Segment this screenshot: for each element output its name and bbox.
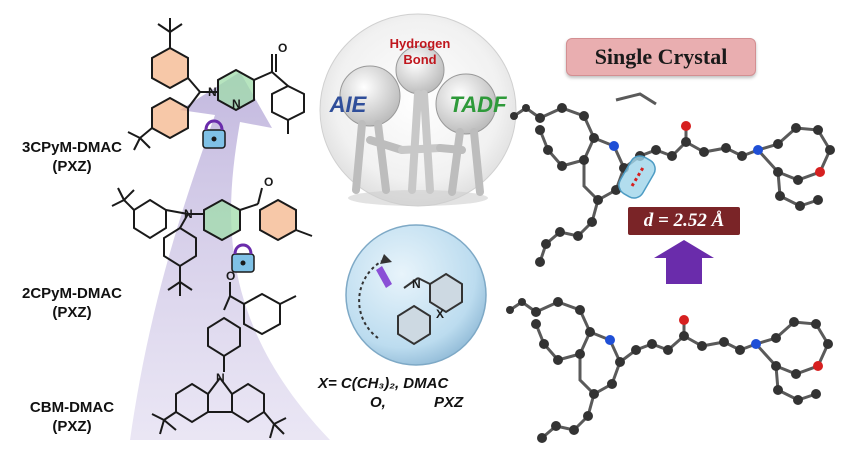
o-atom-label-bottom: O bbox=[226, 269, 235, 283]
progression-arrow bbox=[130, 72, 330, 440]
donor-caption-oxygen: O, bbox=[370, 394, 386, 411]
x-atom-label-disc: X bbox=[436, 307, 444, 321]
crystal-atoms-top bbox=[510, 103, 835, 267]
o-atom-label-top: O bbox=[278, 41, 287, 55]
label-cbm-variant: (PXZ) bbox=[52, 418, 92, 435]
label-3cpym-variant: (PXZ) bbox=[52, 158, 92, 175]
n-atom-label-ring-top: N bbox=[232, 97, 241, 111]
oxygen-atom-top bbox=[681, 121, 691, 131]
label-2cpym-variant: (PXZ) bbox=[52, 304, 92, 321]
n-atom-label-disc: N bbox=[412, 277, 421, 291]
n-atom-label-top: N bbox=[208, 85, 217, 99]
hydrogen-label: Hydrogen bbox=[390, 36, 451, 51]
tadf-label: TADF bbox=[449, 92, 507, 117]
crystal-atoms-bottom bbox=[506, 297, 833, 443]
molecule-cbm-structure bbox=[151, 377, 287, 439]
label-3cpym: 3CPyM-DMAC (PXZ) bbox=[6, 138, 138, 176]
concept-bubble bbox=[319, 13, 517, 207]
single-crystal-title: Single Crystal bbox=[566, 38, 756, 76]
n-atom-label-bottom: N bbox=[216, 371, 225, 385]
molecule-2cpym-structure bbox=[111, 187, 313, 296]
donor-rotation-disc bbox=[345, 224, 487, 366]
label-cbm-name: CBM-DMAC bbox=[29, 399, 115, 416]
figure-head-right bbox=[435, 73, 497, 135]
hydrogen-bond-highlight bbox=[618, 155, 656, 199]
transition-arrow bbox=[654, 240, 714, 284]
crystal-structure-bottom bbox=[509, 300, 830, 440]
label-2cpym: 2CPyM-DMAC (PXZ) bbox=[6, 284, 138, 322]
label-cbm: CBM-DMAC (PXZ) bbox=[6, 398, 138, 436]
donor-caption: X= C(CH₃)₂, DMAC O, PXZ bbox=[318, 374, 518, 412]
donor-caption-line1: X= C(CH₃)₂, DMAC bbox=[318, 375, 449, 392]
donor-caption-pxz: PXZ bbox=[434, 394, 464, 411]
lock-icon-middle bbox=[231, 243, 255, 273]
figure-head-left bbox=[339, 65, 401, 127]
n-atom-label-middle: N bbox=[184, 207, 193, 221]
hydrogen-bond-distance: d = 2.52 Å bbox=[628, 207, 740, 235]
nitrogen-atom-top bbox=[609, 141, 619, 151]
aie-label: AIE bbox=[329, 92, 368, 117]
label-3cpym-name: 3CPyM-DMAC bbox=[21, 139, 122, 156]
bond-label: Bond bbox=[403, 52, 436, 67]
o-atom-label-middle: O bbox=[264, 175, 273, 189]
lock-icon-top bbox=[202, 119, 226, 149]
label-2cpym-name: 2CPyM-DMAC bbox=[21, 285, 122, 302]
molecule-benzoyl-fragment bbox=[207, 282, 297, 372]
molecule-3cpym-structure bbox=[127, 18, 305, 151]
crystal-structure-top bbox=[513, 92, 832, 263]
